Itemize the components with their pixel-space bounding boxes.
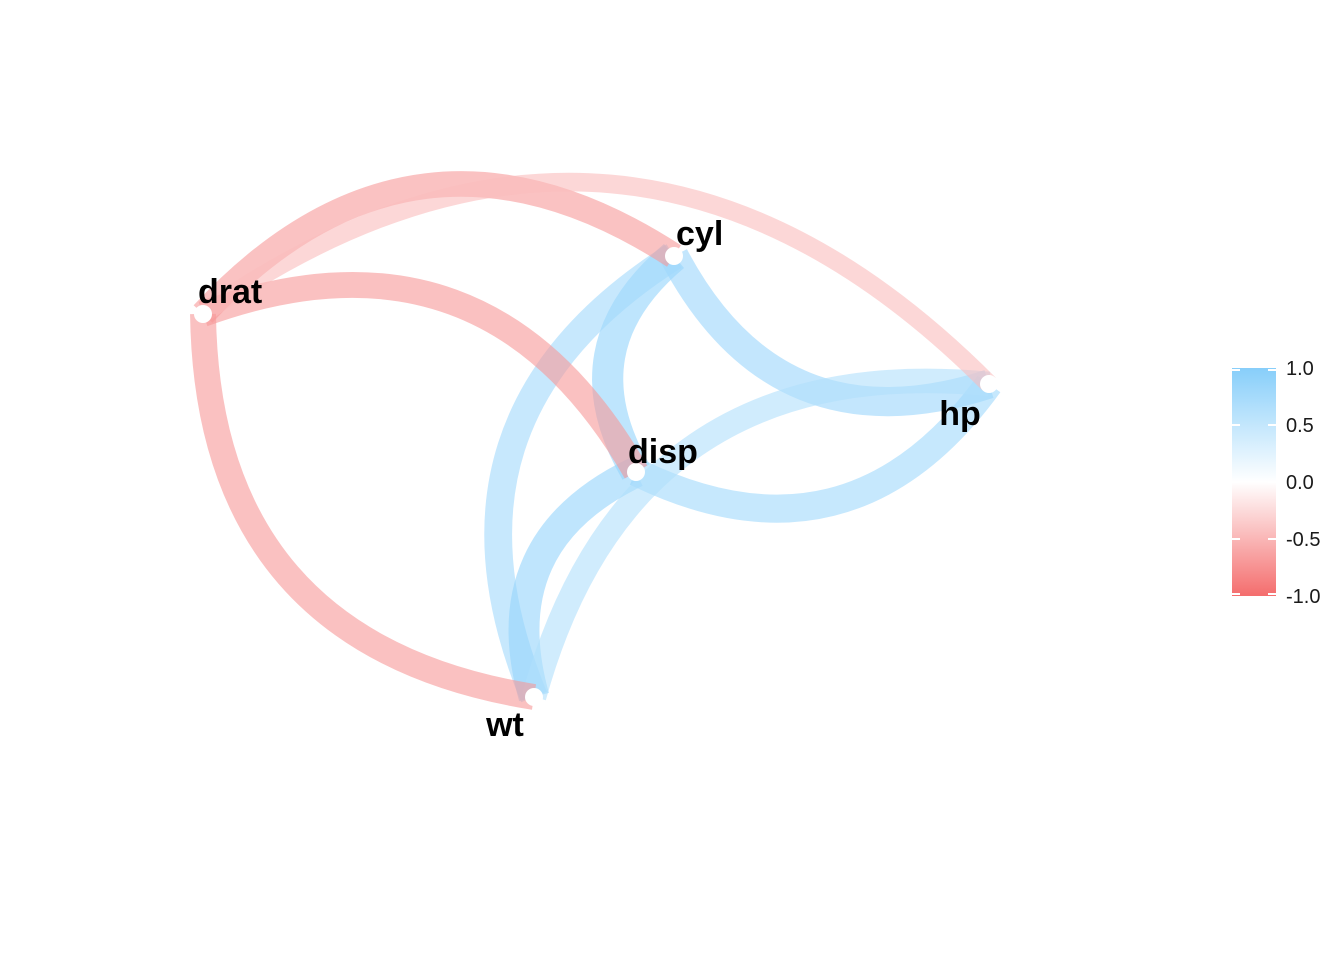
node-label-hp: hp bbox=[939, 395, 981, 433]
legend-tick-label: -0.5 bbox=[1286, 529, 1320, 551]
legend-tick-label: -1.0 bbox=[1286, 586, 1320, 608]
node-label-wt: wt bbox=[485, 706, 524, 744]
edges-layer bbox=[190, 171, 1001, 710]
legend-tick-label: 1.0 bbox=[1286, 358, 1314, 380]
legend-tick-label: 0.5 bbox=[1286, 415, 1314, 437]
edge-cyl-drat bbox=[193, 171, 681, 323]
node-hp bbox=[980, 375, 998, 393]
edge-disp-drat bbox=[198, 271, 648, 479]
legend-ticks: 1.0 0.5 0.0 -0.5 -1.0 bbox=[1232, 358, 1320, 608]
node-disp bbox=[627, 463, 645, 481]
labels-layer: drat cyl hp disp wt bbox=[198, 215, 981, 744]
color-legend: 1.0 0.5 0.0 -0.5 -1.0 bbox=[1232, 358, 1320, 608]
legend-tick-label: 0.0 bbox=[1286, 472, 1314, 494]
nodes-layer bbox=[194, 247, 998, 706]
node-label-disp: disp bbox=[628, 433, 698, 471]
edge-disp-hp bbox=[629, 375, 1001, 523]
node-drat bbox=[194, 305, 212, 323]
edge-drat-wt bbox=[190, 313, 537, 710]
node-label-drat: drat bbox=[198, 273, 262, 311]
node-wt bbox=[525, 688, 543, 706]
node-cyl bbox=[665, 247, 683, 265]
node-label-cyl: cyl bbox=[676, 215, 723, 253]
edge-hp-drat bbox=[197, 172, 996, 391]
edge-disp-wt bbox=[508, 458, 643, 702]
edge-hp-wt bbox=[522, 368, 991, 701]
